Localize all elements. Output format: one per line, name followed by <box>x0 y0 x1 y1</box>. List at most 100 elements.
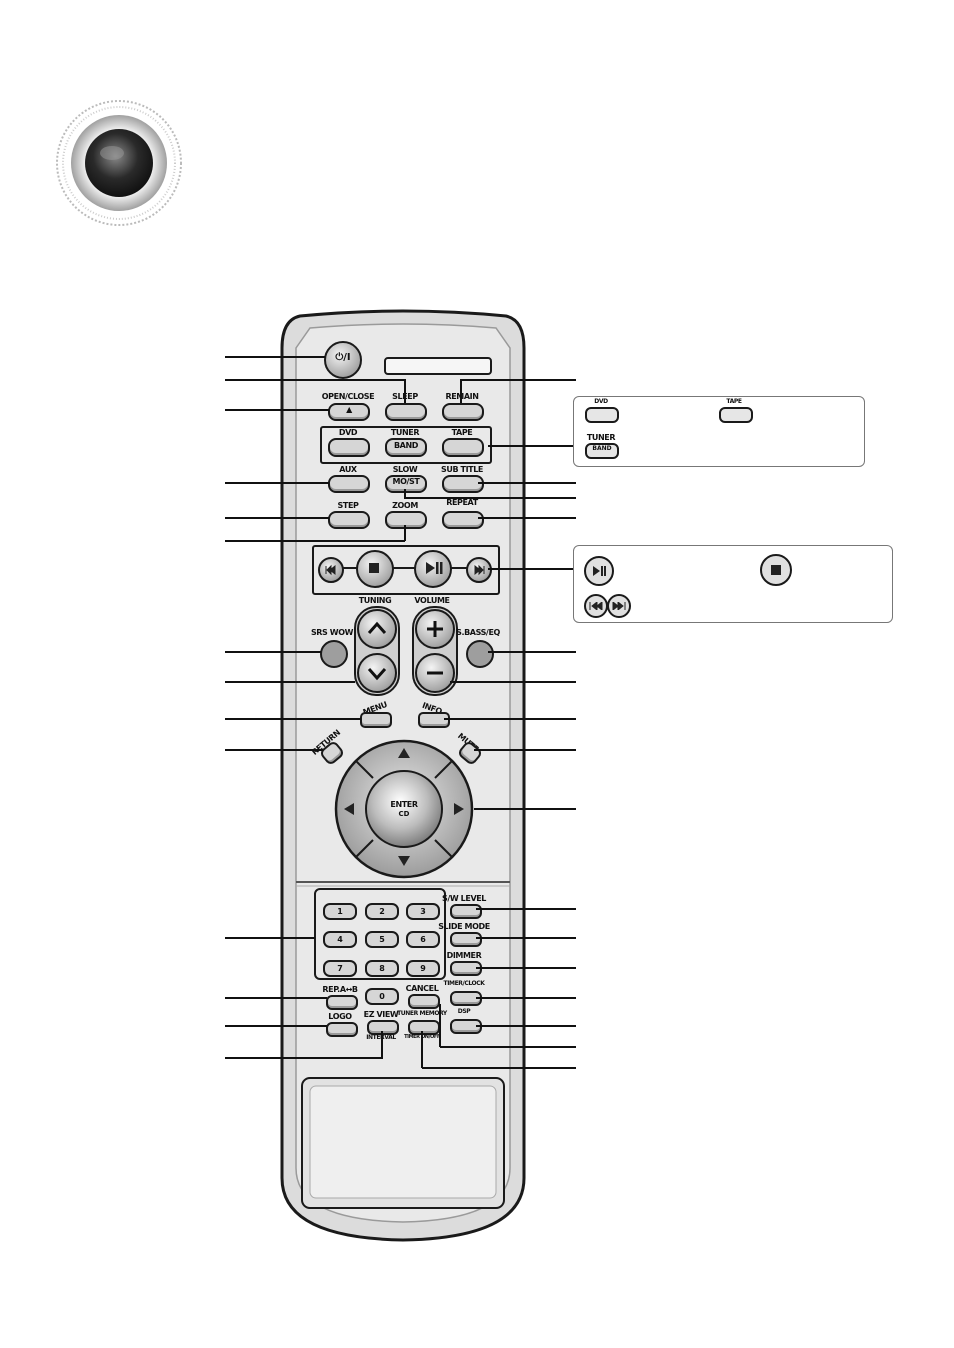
sw-level-button[interactable] <box>450 904 482 919</box>
callout-line <box>404 525 406 541</box>
zoom-button[interactable] <box>385 511 427 529</box>
nav-left-button[interactable] <box>340 799 358 819</box>
tuning-label: TUNING <box>358 596 392 605</box>
legend-skip-forward-button <box>607 594 631 618</box>
arrow-up-icon <box>398 748 410 758</box>
dsp-label: DSP <box>457 1008 471 1015</box>
dvd-label: DVD <box>338 428 358 437</box>
callout-line <box>478 482 576 484</box>
key-4[interactable]: 4 <box>323 931 357 948</box>
key-0[interactable]: 0 <box>365 988 399 1005</box>
skip-forward-icon <box>474 564 485 576</box>
callout-line <box>478 517 576 519</box>
arrow-right-icon <box>454 803 464 815</box>
dvd-button[interactable] <box>328 438 370 457</box>
tuning-down-button[interactable] <box>357 653 397 693</box>
callout-line <box>225 517 329 519</box>
key-6[interactable]: 6 <box>406 931 440 948</box>
arrow-down-icon <box>398 856 410 866</box>
arrow-left-icon <box>344 803 354 815</box>
enter-button[interactable]: ENTER CD <box>372 778 436 842</box>
callout-line <box>422 1067 576 1069</box>
chevron-up-icon <box>367 621 387 634</box>
tape-button[interactable] <box>442 438 484 457</box>
callout-line <box>444 718 576 720</box>
key-9[interactable]: 9 <box>406 960 440 977</box>
callout-line <box>225 1057 383 1059</box>
ez-view-label: EZ VIEW <box>363 1010 399 1019</box>
callout-line <box>225 997 327 999</box>
sleep-button[interactable] <box>385 403 427 421</box>
callout-line <box>450 681 576 683</box>
step-button[interactable] <box>328 511 370 529</box>
callout-line <box>439 1004 441 1047</box>
s-bass-eq-label: S.BASS/EQ <box>456 628 500 637</box>
sw-level-label: S/W LEVEL <box>441 894 487 903</box>
menu-button[interactable] <box>360 712 392 728</box>
open-close-button[interactable]: ▲ <box>328 403 370 421</box>
repeat-label: REPEAT <box>446 498 478 507</box>
nav-up-button[interactable] <box>394 744 414 762</box>
skip-back-icon <box>589 602 603 610</box>
callout-line <box>225 937 315 939</box>
remain-button[interactable] <box>442 403 484 421</box>
play-pause-button[interactable] <box>414 550 452 588</box>
dimmer-label: DIMMER <box>446 951 482 960</box>
plus-icon <box>427 621 443 637</box>
callout-line <box>225 356 325 358</box>
aux-button[interactable] <box>328 475 370 493</box>
slide-mode-label: SLIDE MODE <box>438 922 490 931</box>
tuner-memory-label: TUNER MEMORY <box>397 1010 447 1017</box>
callout-line <box>404 489 406 498</box>
logo-button[interactable] <box>326 1022 358 1037</box>
play-pause-icon <box>426 562 443 574</box>
callout-line <box>476 908 576 910</box>
legend-tape-button <box>719 407 753 423</box>
cancel-label: CANCEL <box>405 984 439 993</box>
tuner-band-button[interactable]: BAND <box>385 438 427 457</box>
callout-line <box>488 568 576 570</box>
callout-line <box>421 1031 423 1068</box>
sub-title-button[interactable] <box>442 475 484 493</box>
skip-forward-button[interactable] <box>466 557 492 583</box>
play-pause-icon <box>593 566 606 576</box>
slow-label: SLOW <box>392 465 418 474</box>
key-5[interactable]: 5 <box>365 931 399 948</box>
step-label: STEP <box>337 501 359 510</box>
info-button[interactable] <box>418 712 450 728</box>
s-bass-eq-button[interactable] <box>466 640 494 668</box>
ez-view-button[interactable] <box>367 1020 399 1035</box>
speaker-logo-icon <box>52 93 186 233</box>
slow-mo-st-button[interactable]: MO/ST <box>385 475 427 493</box>
nav-right-button[interactable] <box>450 799 468 819</box>
tuner-memory-button[interactable] <box>408 1020 440 1035</box>
tuning-up-button[interactable] <box>357 609 397 649</box>
callout-line <box>476 937 576 939</box>
callout-line <box>474 749 576 751</box>
power-button[interactable]: ⏻/I <box>324 341 362 379</box>
srs-wow-label: SRS WOW <box>310 628 354 637</box>
cancel-button[interactable] <box>408 994 440 1009</box>
repeat-button[interactable] <box>442 511 484 529</box>
key-1[interactable]: 1 <box>323 903 357 920</box>
slide-mode-button[interactable] <box>450 932 482 947</box>
function-legend-box: DVD TAPE TUNER BAND <box>573 396 865 467</box>
volume-up-button[interactable] <box>415 609 455 649</box>
volume-down-button[interactable] <box>415 653 455 693</box>
key-3[interactable]: 3 <box>406 903 440 920</box>
repeat-a-b-button[interactable] <box>326 995 358 1010</box>
transport-rail <box>330 567 478 569</box>
nav-down-button[interactable] <box>394 852 414 870</box>
key-8[interactable]: 8 <box>365 960 399 977</box>
skip-back-button[interactable] <box>318 557 344 583</box>
stop-icon <box>771 565 781 575</box>
callout-line <box>488 651 576 653</box>
stop-button[interactable] <box>356 550 394 588</box>
key-2[interactable]: 2 <box>365 903 399 920</box>
srs-wow-button[interactable] <box>320 640 348 668</box>
skip-back-icon <box>325 564 336 576</box>
key-7[interactable]: 7 <box>323 960 357 977</box>
logo-label: LOGO <box>328 1012 352 1021</box>
callout-line <box>476 997 576 999</box>
skip-forward-icon <box>612 602 626 610</box>
